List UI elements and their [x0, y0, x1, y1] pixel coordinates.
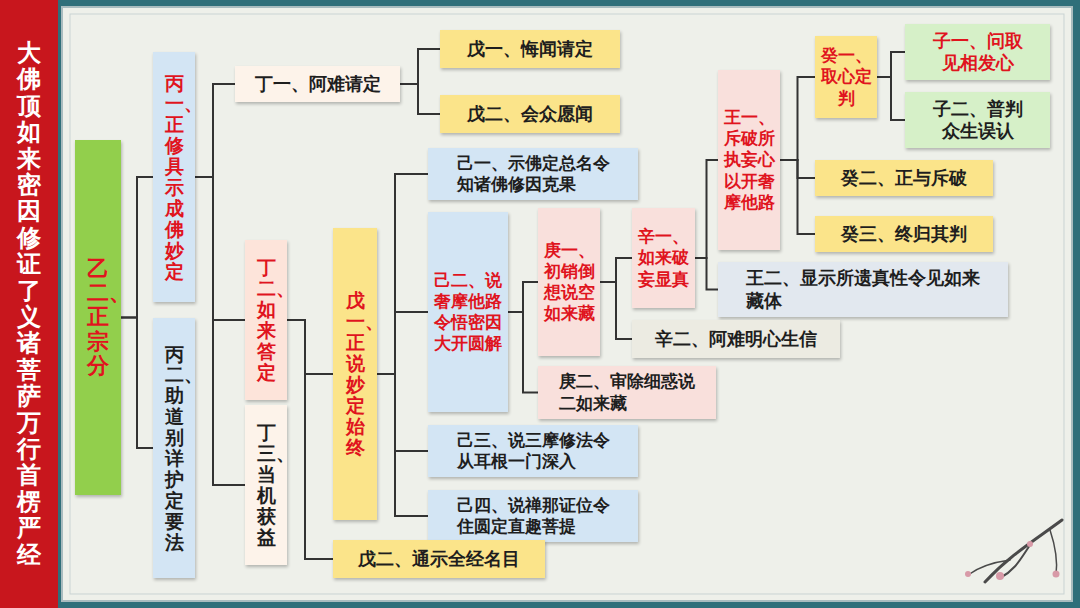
outline-box: 己二、说奢摩他路令悟密因大开圆解: [428, 212, 508, 412]
plum-blossoms: [965, 541, 1060, 580]
outline-box: 辛一、如来破妄显真: [632, 208, 695, 308]
outline-box: 己三、说三摩修法令从耳根一门深入: [428, 425, 638, 477]
outline-box: 王二、显示所遗真性令见如来藏体: [718, 262, 1008, 317]
tree-connector: [695, 258, 718, 290]
node-label: 丙一、正修具示成佛妙定: [165, 73, 184, 282]
outline-box: 己一、示佛定总名令知诸佛修因克果: [428, 148, 638, 200]
outline-box: 王一、斥破所执妄心以开奢摩他路: [718, 70, 780, 250]
node-label: 丙二、助道别详护定要法: [165, 344, 184, 553]
tree-connector: [780, 77, 815, 160]
node-label: 子二、普判众生误认: [933, 98, 1023, 143]
outline-box: 癸三、终归其判: [815, 216, 993, 252]
plum-branch: [968, 520, 1062, 582]
tree-connector: [195, 84, 235, 177]
outline-box: 戊一、悔闻请定: [440, 30, 620, 68]
tree-connector: [877, 77, 905, 120]
node-label: 庚一、初销倒想说空如来藏: [544, 240, 595, 325]
node-label: 子一、问取见相发心: [933, 30, 1023, 75]
tree-connector: [195, 177, 245, 320]
node-label: 王二、显示所遗真性令见如来藏体: [746, 267, 980, 312]
outline-box: 己四、说禅那证位令住圆定直趣菩提: [428, 490, 638, 542]
node-label: 己二、说奢摩他路令悟密因大开圆解: [434, 270, 502, 355]
outline-box: 戊二、通示全经名目: [333, 540, 545, 578]
tree-connector: [400, 84, 440, 114]
outline-box: 乙二、正宗分: [75, 140, 121, 495]
outline-box: 子二、普判众生误认: [905, 92, 1050, 148]
node-label: 王一、斥破所执妄心以开奢摩他路: [724, 107, 775, 213]
tree-connector: [121, 177, 153, 318]
outline-box: 庚二、审除细惑说二如来藏: [538, 366, 716, 419]
tree-connector: [600, 282, 632, 339]
tree-connector: [377, 312, 428, 374]
outline-box: 丁三、当机获益: [245, 405, 287, 565]
node-label: 戊一、正说妙定始终: [346, 290, 365, 457]
node-label: 癸二、正与斥破: [841, 167, 967, 190]
outline-box: 辛二、阿难明心生信: [632, 320, 840, 358]
outline-box: 癸二、正与斥破: [815, 160, 993, 196]
outline-box: 癸一、取心定判: [815, 36, 877, 118]
outline-box: 丙二、助道别详护定要法: [153, 318, 195, 578]
node-label: 辛一、如来破妄显真: [638, 226, 689, 290]
tree-connector: [695, 160, 718, 258]
tree-connector: [377, 174, 428, 374]
tree-connector: [508, 282, 538, 312]
node-label: 丁三、当机获益: [257, 422, 276, 547]
outline-box: 戊一、正说妙定始终: [333, 228, 377, 520]
node-label: 癸三、终归其判: [841, 223, 967, 246]
node-label: 庚二、审除细惑说二如来藏: [559, 371, 695, 414]
outline-box: 戊二、会众愿闻: [440, 95, 620, 133]
outline-box: 子一、问取见相发心: [905, 24, 1050, 80]
title-band: 大佛顶如来密因修证了义诸菩萨万行首楞严经: [0, 0, 58, 608]
node-label: 己三、说三摩修法令从耳根一门深入: [457, 430, 610, 473]
node-label: 癸一、取心定判: [821, 45, 872, 109]
outline-box: 庚一、初销倒想说空如来藏: [538, 208, 600, 356]
tree-connector: [287, 320, 333, 559]
node-label: 丁一、阿难请定: [255, 73, 381, 96]
tree-connector: [121, 318, 153, 449]
paper-ground: [62, 7, 1072, 601]
outline-box: 丙一、正修具示成佛妙定: [153, 52, 195, 302]
tree-connector: [195, 177, 245, 485]
tree-connector: [377, 374, 428, 516]
node-label: 乙二、正宗分: [87, 257, 109, 378]
tree-connector: [780, 160, 815, 234]
node-label: 戊二、通示全经名目: [358, 548, 520, 571]
node-label: 辛二、阿难明心生信: [655, 328, 817, 351]
tree-connector: [400, 49, 440, 84]
node-label: 己四、说禅那证位令住圆定直趣菩提: [457, 495, 610, 538]
tree-connector: [508, 312, 538, 393]
node-label: 戊一、悔闻请定: [467, 38, 593, 61]
node-label: 丁二、如来答定: [257, 257, 276, 382]
tree-connector: [600, 258, 632, 282]
tree-connector: [287, 320, 333, 374]
node-label: 戊二、会众愿闻: [467, 103, 593, 126]
title-text: 大佛顶如来密因修证了义诸菩萨万行首楞严经: [17, 40, 41, 568]
node-label: 己一、示佛定总名令知诸佛修因克果: [457, 153, 610, 196]
outline-box: 丁一、阿难请定: [235, 66, 400, 102]
outline-box: 丁二、如来答定: [245, 240, 287, 400]
inner-border: [70, 14, 1064, 594]
tree-connector: [377, 374, 428, 451]
tree-connector: [877, 52, 905, 77]
